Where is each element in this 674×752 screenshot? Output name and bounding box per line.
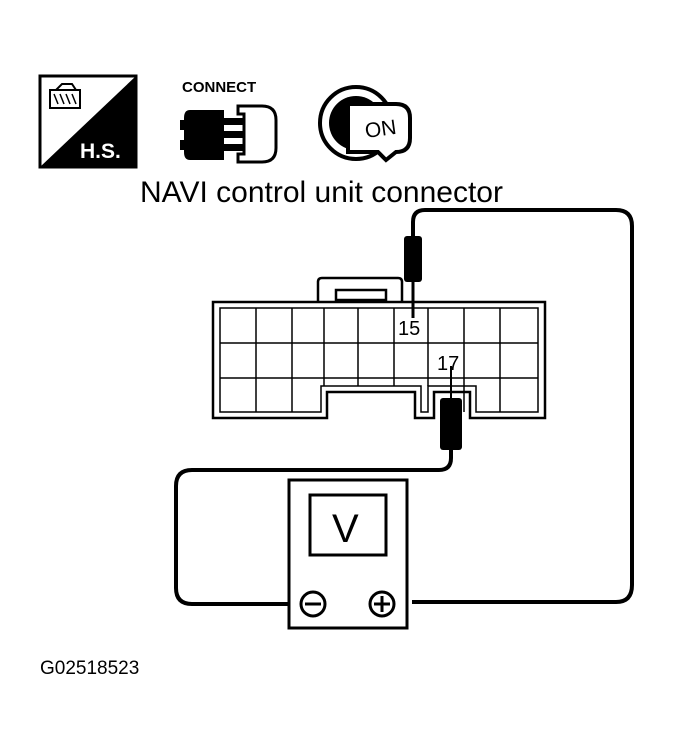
- navi-connector: 15 17: [211, 276, 547, 420]
- probe-lower: [440, 366, 462, 450]
- plus-terminal-icon: [368, 590, 396, 618]
- hand-switch-label: H.S.: [80, 140, 121, 163]
- ignition-key-on-icon: ON: [318, 85, 412, 163]
- minus-terminal-icon: [299, 590, 327, 618]
- connect-plug-icon: CONNECT: [180, 79, 278, 164]
- ignition-on-label: ON: [363, 116, 397, 143]
- hand-switch-icon: H.S.: [38, 74, 138, 169]
- connect-label: CONNECT: [182, 79, 256, 96]
- probe-upper: [404, 230, 422, 318]
- diagram-title: NAVI control unit connector: [140, 176, 503, 209]
- pin-15-label: 15: [398, 318, 420, 340]
- lead-wire-positive: [411, 208, 634, 604]
- lead-wire-negative: [174, 450, 453, 606]
- figure-code: G02518523: [40, 658, 139, 679]
- voltmeter: V: [287, 478, 409, 630]
- meter-display: V: [332, 507, 359, 551]
- pin-17-label: 17: [437, 353, 459, 375]
